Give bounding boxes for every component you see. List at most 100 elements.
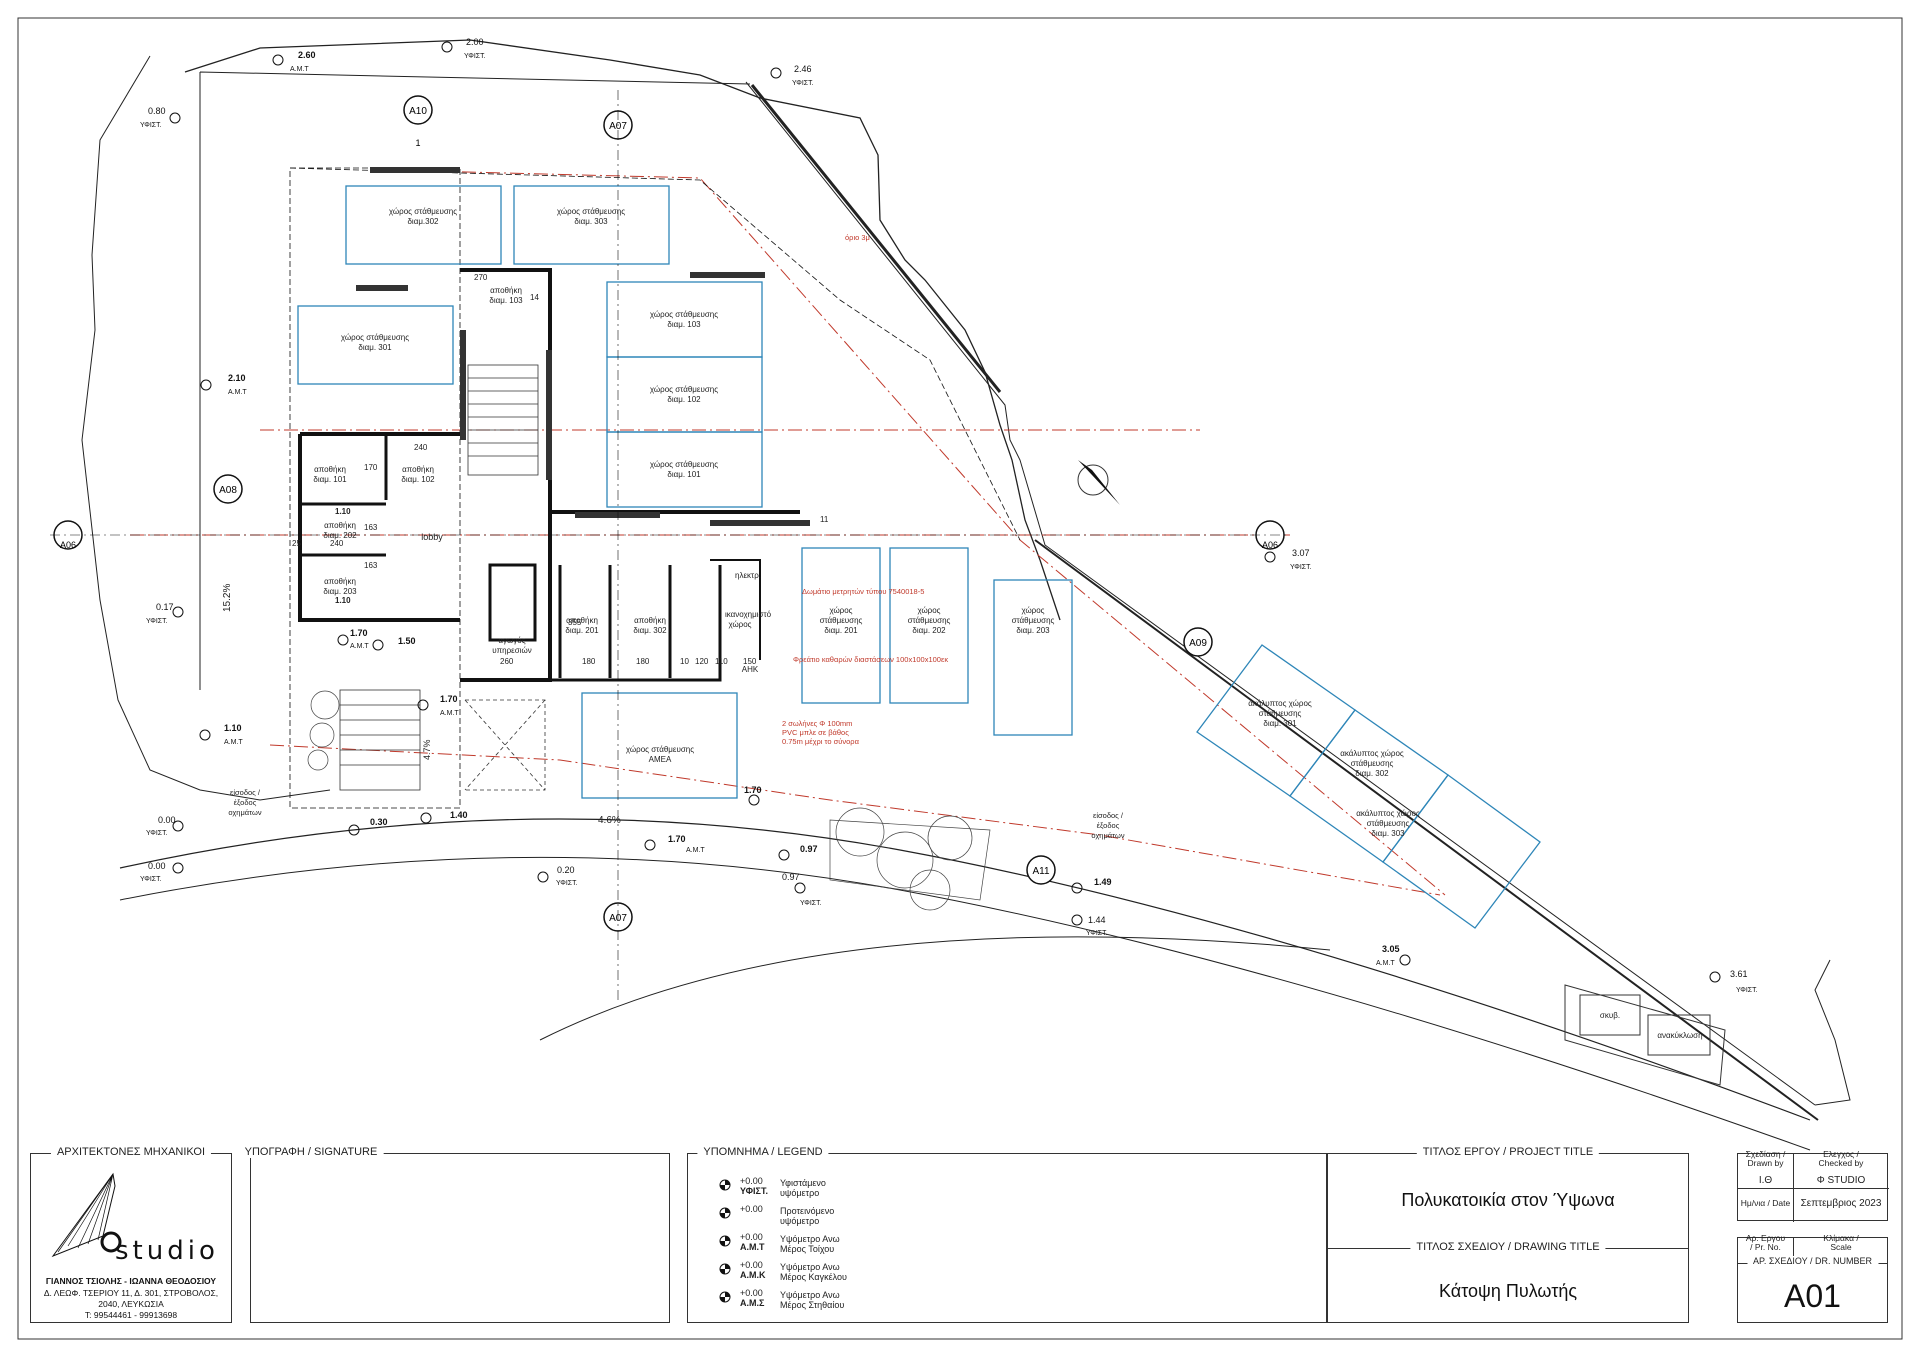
level-marker: 2.60Α.Μ.Τ	[272, 50, 316, 73]
entry-left: οχημάτων	[228, 808, 261, 817]
room-label: χώρος	[1021, 606, 1044, 615]
svg-text:0.97: 0.97	[782, 872, 800, 882]
open-bay-303	[1382, 774, 1541, 929]
level-marker: 1.50	[372, 636, 416, 651]
room-label: στάθμευσης	[908, 616, 951, 625]
svg-text:1.10: 1.10	[335, 596, 351, 605]
room-label: αποθήκη	[324, 521, 356, 530]
room-label: διαμ. 103	[667, 320, 701, 329]
svg-text:10: 10	[680, 657, 689, 666]
svg-text:ΥΦΙΣΤ.: ΥΦΙΣΤ.	[140, 122, 162, 129]
note-pipes: 2 σωλήνες Φ 100mm	[782, 719, 852, 728]
level-marker: 1.70	[744, 785, 762, 806]
svg-text:ΥΦΙΣΤ.: ΥΦΙΣΤ.	[556, 880, 578, 887]
room-label: lobby	[421, 532, 443, 542]
note-pipes: 0.75m μέχρι το σύνορα	[782, 737, 860, 746]
svg-text:270: 270	[474, 273, 488, 282]
room-label: χώρος στάθμευσης	[389, 207, 457, 216]
room-label: διαμ. 301	[358, 343, 392, 352]
room-label: ικανοχημιστό	[725, 610, 772, 619]
svg-text:ΥΦΙΣΤ.: ΥΦΙΣΤ.	[1736, 987, 1758, 994]
note-manhole: Φρεάτιο καθαρών διαστάσεων 100x100x100εκ	[793, 655, 948, 664]
room-label: ΑΜΕΑ	[649, 755, 672, 764]
room-label: αποθήκη	[490, 286, 522, 295]
room-label: αποθήκη	[566, 616, 598, 625]
section-marker: A06	[53, 520, 83, 550]
entry-right: έξοδος	[1097, 821, 1120, 830]
room-label: χώρος στάθμευσης	[557, 207, 625, 216]
vegetation	[307, 690, 991, 911]
room-label: ΑΗΚ	[742, 665, 759, 674]
room-label: χώρος στάθμευσης	[341, 333, 409, 342]
svg-text:A07: A07	[609, 121, 627, 132]
svg-text:2.00: 2.00	[466, 37, 484, 47]
svg-text:A09: A09	[1189, 638, 1207, 649]
room-label: χώρος	[829, 606, 852, 615]
room-label: σκυβ.	[1600, 1011, 1620, 1020]
room-label: στάθμευσης	[1259, 709, 1302, 718]
svg-text:180: 180	[582, 657, 596, 666]
hatched-walls	[356, 167, 810, 526]
room-label: διαμ. 302	[633, 626, 667, 635]
room-label: αποθήκη	[634, 616, 666, 625]
room-label: διαμ. 301	[1263, 719, 1297, 728]
svg-text:240: 240	[330, 539, 344, 548]
level-marker: 1.70Α.Μ.Τ	[337, 628, 369, 650]
level-marker: 1.70Α.Μ.Τ	[417, 694, 459, 717]
room-label: διαμ. 201	[824, 626, 858, 635]
room-label: ακάλυπτος χώρος	[1356, 809, 1420, 818]
bay-201	[801, 547, 881, 704]
level-marker: 1.40	[420, 810, 468, 824]
svg-text:3.07: 3.07	[1292, 548, 1310, 558]
svg-text:1.70: 1.70	[440, 694, 458, 704]
svg-text:3.05: 3.05	[1382, 944, 1400, 954]
svg-text:0.00: 0.00	[158, 815, 176, 825]
svg-text:Α.Μ.Τ: Α.Μ.Τ	[350, 643, 369, 650]
svg-text:A08: A08	[219, 485, 237, 496]
svg-text:A10: A10	[409, 106, 427, 117]
room-label: στάθμευσης	[1351, 759, 1394, 768]
svg-text:2.10: 2.10	[228, 373, 246, 383]
level-marker: 2.10Α.Μ.Τ	[200, 373, 247, 396]
svg-text:ΥΦΙΣΤ.: ΥΦΙΣΤ.	[146, 830, 168, 837]
room-label: διαμ. 102	[401, 475, 435, 484]
svg-text:1.70: 1.70	[668, 834, 686, 844]
svg-text:0.30: 0.30	[370, 817, 388, 827]
svg-text:1.49: 1.49	[1094, 877, 1112, 887]
svg-text:ΥΦΙΣΤ.: ΥΦΙΣΤ.	[464, 53, 486, 60]
parking-bays	[297, 185, 1541, 929]
bay-303	[513, 185, 670, 265]
level-marker: 1.10Α.Μ.Τ	[199, 723, 243, 746]
room-label: αποθήκη	[314, 465, 346, 474]
svg-text:Α.Μ.Τ: Α.Μ.Τ	[1376, 960, 1395, 967]
room-label: χώρος	[728, 620, 751, 629]
bay-301	[297, 305, 454, 385]
entry-left: είσοδος /	[230, 788, 261, 797]
svg-text:Α.Μ.Τ: Α.Μ.Τ	[440, 710, 459, 717]
svg-text:1.40: 1.40	[450, 810, 468, 820]
svg-text:A06: A06	[1262, 540, 1278, 550]
note-meter-room: Δωμάτιο μετρητών τύπου 7540018-5	[802, 587, 924, 596]
room-label: στάθμευσης	[820, 616, 863, 625]
slope-ramp: 4.7%	[422, 739, 432, 760]
room-label: αποθήκη	[402, 465, 434, 474]
svg-text:1.70: 1.70	[744, 785, 762, 795]
svg-text:ΥΦΙΣΤ.: ΥΦΙΣΤ.	[792, 80, 814, 87]
note-pipes: PVC μπλε σε βάθος	[782, 728, 849, 737]
svg-text:170: 170	[364, 463, 378, 472]
entry-left: έξοδος	[234, 798, 257, 807]
svg-text:163: 163	[364, 523, 378, 532]
room-label: ηλεκτρ.	[735, 571, 761, 580]
room-label: στάθμευσης	[1367, 819, 1410, 828]
svg-text:163: 163	[364, 561, 378, 570]
dimensions: 270 14 240 170 1.10 163 240 25 163 1.10 …	[292, 273, 829, 666]
level-marker: 1.49	[1071, 877, 1112, 894]
svg-text:ΥΦΙΣΤ.: ΥΦΙΣΤ.	[800, 900, 822, 907]
